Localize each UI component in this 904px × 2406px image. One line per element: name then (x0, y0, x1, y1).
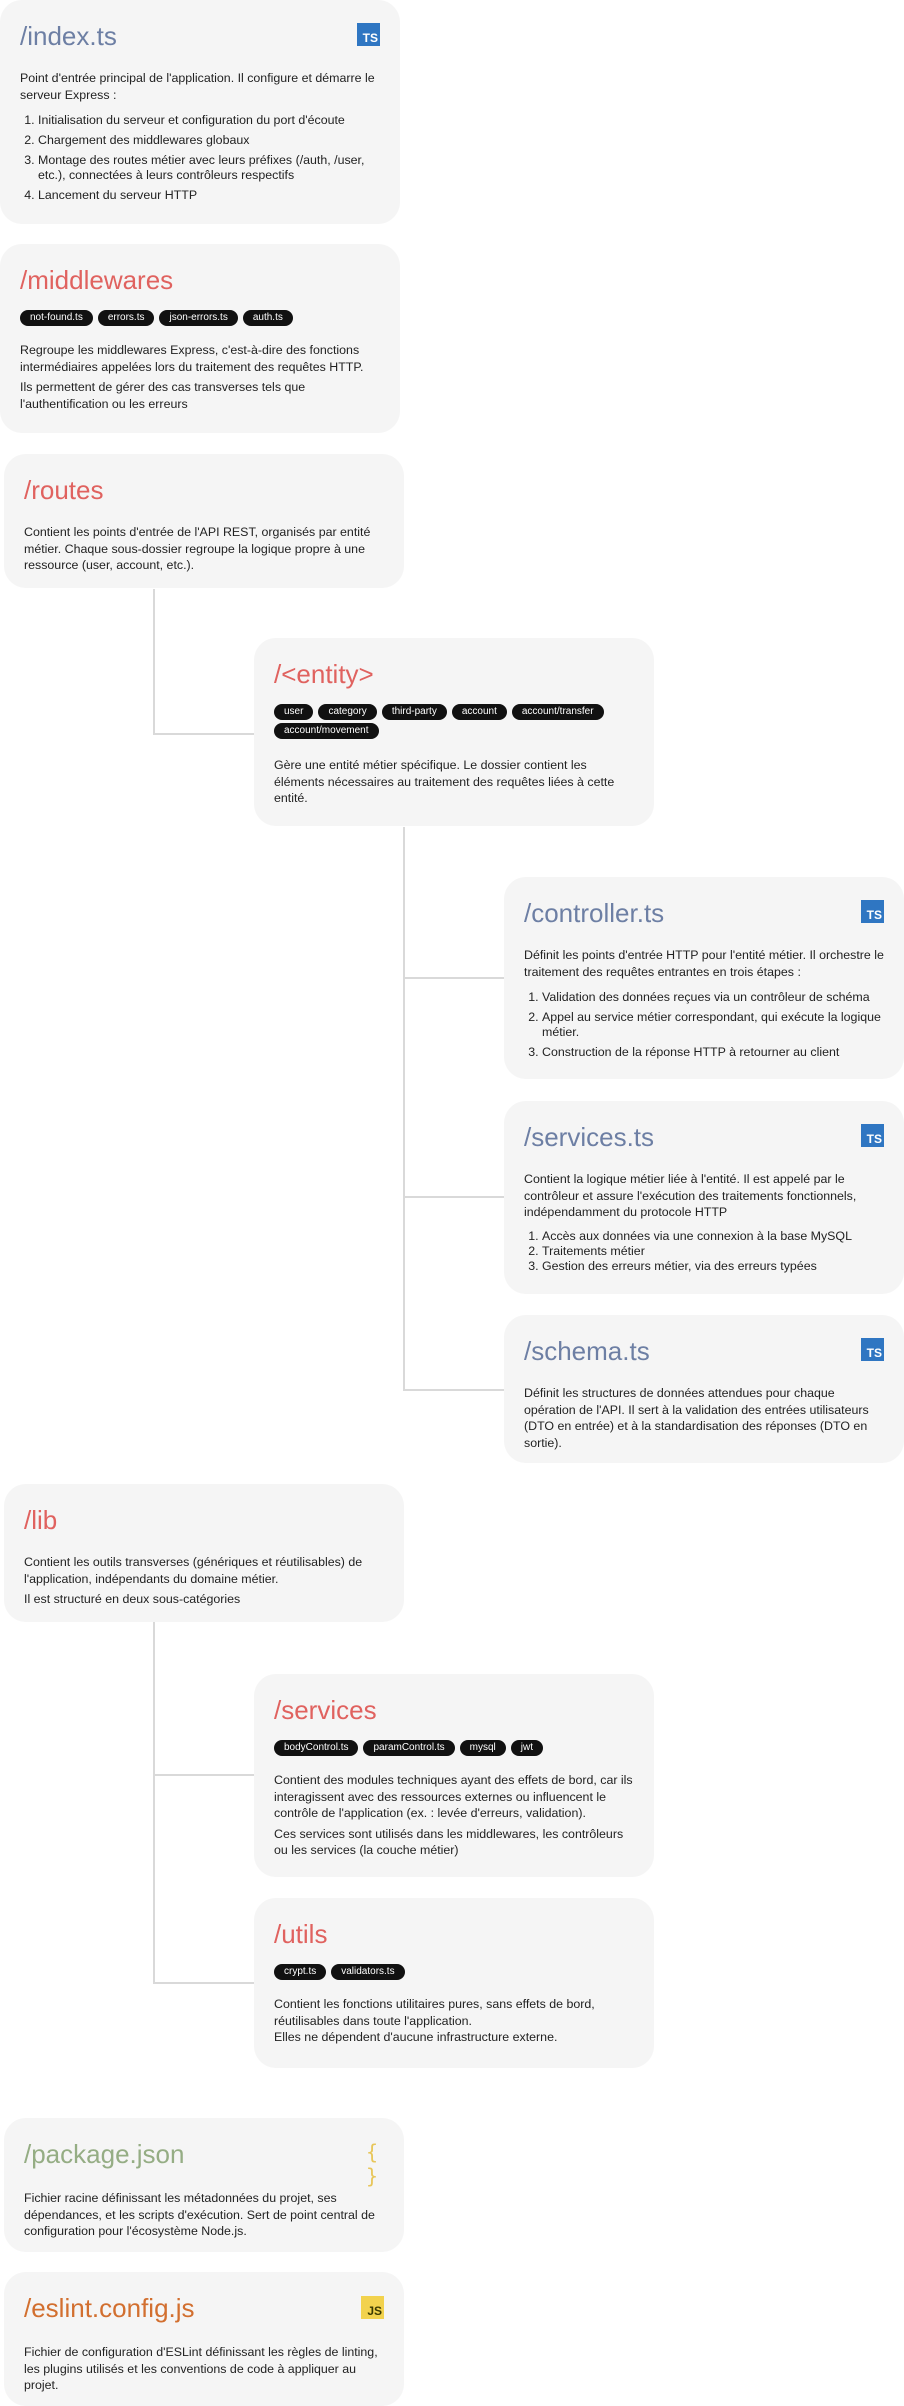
entity-tag: account (451, 704, 507, 720)
typescript-icon: TS (357, 23, 380, 46)
eslint-config-card: /eslint.config.js JS Fichier de configur… (4, 2272, 404, 2406)
entity-tag: third-party (381, 704, 447, 720)
connector-entity-services (403, 1196, 504, 1198)
index-ts-title: /index.ts (20, 21, 117, 51)
package-json-description: Fichier racine définissant les métadonné… (24, 2191, 375, 2238)
list-item: Accès aux données via une connexion à la… (542, 1229, 884, 1244)
middlewares-tags: not-found.ts errors.ts json-errors.ts au… (20, 310, 380, 326)
middlewares-card: /middlewares not-found.ts errors.ts json… (0, 244, 400, 433)
lib-title: /lib (24, 1505, 58, 1535)
file-tag: auth.ts (242, 310, 293, 326)
package-json-title: /package.json (24, 2139, 185, 2169)
list-item: Traitements métier (542, 1244, 884, 1259)
schema-ts-title: /schema.ts (524, 1336, 650, 1366)
entity-description: Gère une entité métier spécifique. Le do… (274, 758, 615, 805)
lib-description-extra: Il est structuré en deux sous-catégories (24, 1592, 241, 1606)
list-item: Appel au service métier correspondant, q… (542, 1010, 884, 1040)
file-tag: crypt.ts (274, 1964, 327, 1980)
schema-ts-card: /schema.ts TS Définit les structures de … (504, 1315, 904, 1463)
services-ts-card: /services.ts TS Contient la logique méti… (504, 1101, 904, 1294)
utils-title: /utils (274, 1919, 328, 1949)
list-item: Initialisation du serveur et configurati… (38, 113, 380, 128)
javascript-icon: JS (361, 2296, 384, 2319)
entity-tag: account/movement (274, 723, 379, 739)
lib-services-description: Contient des modules techniques ayant de… (274, 1773, 633, 1820)
index-ts-card: /index.ts TS Point d'entrée principal de… (0, 0, 400, 224)
list-item: Chargement des middlewares globaux (38, 133, 380, 148)
connector-entity-schema (403, 1389, 504, 1391)
schema-ts-description: Définit les structures de données attend… (524, 1386, 869, 1450)
connector-routes-entity (153, 733, 254, 735)
file-tag: json-errors.ts (159, 310, 238, 326)
controller-ts-card: /controller.ts TS Définit les points d'e… (504, 877, 904, 1079)
eslint-config-title: /eslint.config.js (24, 2293, 195, 2323)
lib-services-title: /services (274, 1695, 377, 1725)
file-tag: validators.ts (331, 1964, 405, 1980)
list-item: Construction de la réponse HTTP à retour… (542, 1045, 884, 1060)
services-ts-steps: Accès aux données via une connexion à la… (524, 1229, 884, 1274)
lib-services-description-extra: Ces services sont utilisés dans les midd… (274, 1826, 624, 1858)
middlewares-description: Regroupe les middlewares Express, c'est-… (20, 343, 364, 374)
controller-ts-steps: Validation des données reçues via un con… (524, 990, 884, 1060)
typescript-icon: TS (861, 1338, 884, 1361)
connector-lib-services (153, 1774, 254, 1776)
connector-routes-vertical (153, 589, 155, 735)
list-item: Lancement du serveur HTTP (38, 188, 380, 203)
package-json-card: /package.json { } Fichier racine définis… (4, 2118, 404, 2252)
file-tag: bodyControl.ts (274, 1740, 359, 1756)
index-ts-description: Point d'entrée principal de l'applicatio… (20, 71, 375, 102)
utils-tags: crypt.ts validators.ts (274, 1964, 634, 1980)
list-item: Gestion des erreurs métier, via des erre… (542, 1259, 884, 1274)
file-tag: not-found.ts (20, 310, 93, 326)
list-item: Validation des données reçues via un con… (542, 990, 884, 1005)
connector-entity-vertical (403, 827, 405, 1391)
utils-description: Contient les fonctions utilitaires pures… (274, 1997, 595, 2028)
typescript-icon: TS (861, 900, 884, 923)
controller-ts-title: /controller.ts (524, 898, 665, 928)
entity-tag: user (274, 704, 314, 720)
file-tag: mysql (459, 1740, 506, 1756)
lib-services-tags: bodyControl.ts paramControl.ts mysql jwt (274, 1740, 634, 1756)
routes-description: Contient les points d'entrée de l'API RE… (24, 525, 371, 572)
file-tag: paramControl.ts (363, 1740, 455, 1756)
lib-description: Contient les outils transverses (génériq… (24, 1555, 363, 1586)
entity-card: /<entity> user category third-party acco… (254, 638, 654, 826)
utils-card: /utils crypt.ts validators.ts Contient l… (254, 1898, 654, 2068)
controller-ts-description: Définit les points d'entrée HTTP pour l'… (524, 948, 884, 979)
lib-card: /lib Contient les outils transverses (gé… (4, 1484, 404, 1622)
utils-description-extra: Elles ne dépendent d'aucune infrastructu… (274, 2030, 558, 2044)
lib-services-card: /services bodyControl.ts paramControl.ts… (254, 1674, 654, 1877)
entity-tag: category (318, 704, 377, 720)
json-braces-icon: { } (365, 2140, 379, 2188)
index-ts-steps: Initialisation du serveur et configurati… (20, 113, 380, 203)
middlewares-description-extra: Ils permettent de gérer des cas transver… (20, 380, 306, 411)
entity-tag: account/transfer (511, 704, 604, 720)
file-tag: jwt (510, 1740, 543, 1756)
file-tag: errors.ts (97, 310, 155, 326)
routes-title: /routes (24, 475, 104, 505)
services-ts-description: Contient la logique métier liée à l'enti… (524, 1172, 857, 1219)
entity-tags: user category third-party account accoun… (274, 704, 634, 739)
connector-lib-vertical (153, 1622, 155, 1984)
list-item: Montage des routes métier avec leurs pré… (38, 153, 380, 183)
connector-entity-controller (403, 977, 504, 979)
middlewares-title: /middlewares (20, 265, 174, 295)
entity-title: /<entity> (274, 659, 374, 689)
services-ts-title: /services.ts (524, 1122, 655, 1152)
typescript-icon: TS (861, 1124, 884, 1147)
routes-card: /routes Contient les points d'entrée de … (4, 454, 404, 588)
eslint-config-description: Fichier de configuration d'ESLint défini… (24, 2345, 378, 2392)
connector-lib-utils (153, 1982, 254, 1984)
